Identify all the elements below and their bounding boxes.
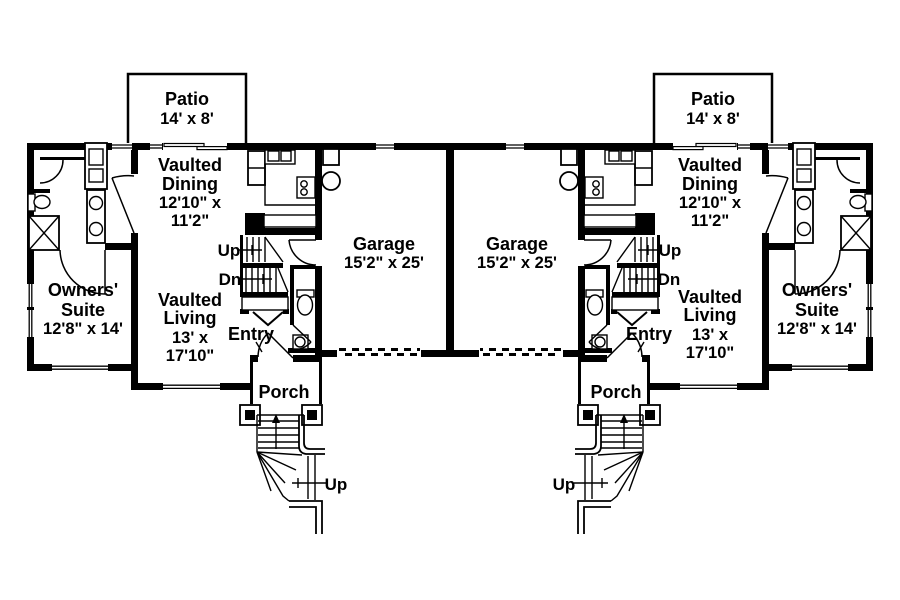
exterior-stairs [256,414,326,534]
label-living-right-3: 13' x [692,326,729,344]
windows [27,142,394,390]
label-garage-left-name: Garage [353,234,415,254]
label-entry-right: Entry [626,324,672,344]
label-owners-right-1: Owners' [782,280,852,300]
label-owners-right-2: Suite [795,300,839,320]
label-living-right-1: Vaulted [678,287,742,307]
entry-door [255,332,294,359]
label-garage-right-dims: 15'2" x 25' [477,254,557,272]
label-owners-left-1: Owners' [48,280,118,300]
powder-room [292,289,315,351]
labels: Patio 14' x 8' Vaulted Dining 12'10" x 1… [43,89,857,494]
label-owners-left-2: Suite [61,300,105,320]
label-porch-left: Porch [258,382,309,402]
label-dining-right-2: Dining [682,174,738,194]
label-dining-right-1: Vaulted [678,155,742,175]
unit-left [27,72,450,534]
label-patio-right-name: Patio [691,89,735,109]
label-up-right: Up [659,241,682,260]
label-entry-left: Entry [228,324,274,344]
owners-bath [27,142,135,295]
label-dining-right-4: 11'2" [691,212,729,230]
label-living-left-4: 17'10" [166,347,214,365]
label-ext-up-left: Up [325,475,348,494]
label-patio-left-dims: 14' x 8' [160,110,214,128]
label-dining-left-1: Vaulted [158,155,222,175]
label-living-left-3: 13' x [172,329,209,347]
garage-door [337,347,421,357]
label-dining-left-4: 11'2" [171,212,209,230]
label-owners-right-3: 12'8" x 14' [777,320,857,338]
label-living-right-2: Living [684,305,737,325]
label-garage-left-dims: 15'2" x 25' [344,254,424,272]
label-living-left-2: Living [164,308,217,328]
garage-fixtures [321,148,341,191]
label-dn-right: Dn [658,270,681,289]
label-up-left: Up [218,241,241,260]
label-dn-left: Dn [219,270,242,289]
label-patio-right-dims: 14' x 8' [686,110,740,128]
patio-walls [126,72,248,143]
interior-stairs [238,236,317,327]
label-dining-left-2: Dining [162,174,218,194]
label-owners-left-3: 12'8" x 14' [43,320,123,338]
label-porch-right: Porch [590,382,641,402]
label-dining-left-3: 12'10" x [159,194,222,212]
label-living-right-4: 17'10" [686,344,734,362]
label-dining-right-3: 12'10" x [679,194,742,212]
label-ext-up-right: Up [553,475,576,494]
label-garage-right-name: Garage [486,234,548,254]
kitchen [247,149,317,228]
label-living-left-1: Vaulted [158,290,222,310]
label-patio-left-name: Patio [165,89,209,109]
